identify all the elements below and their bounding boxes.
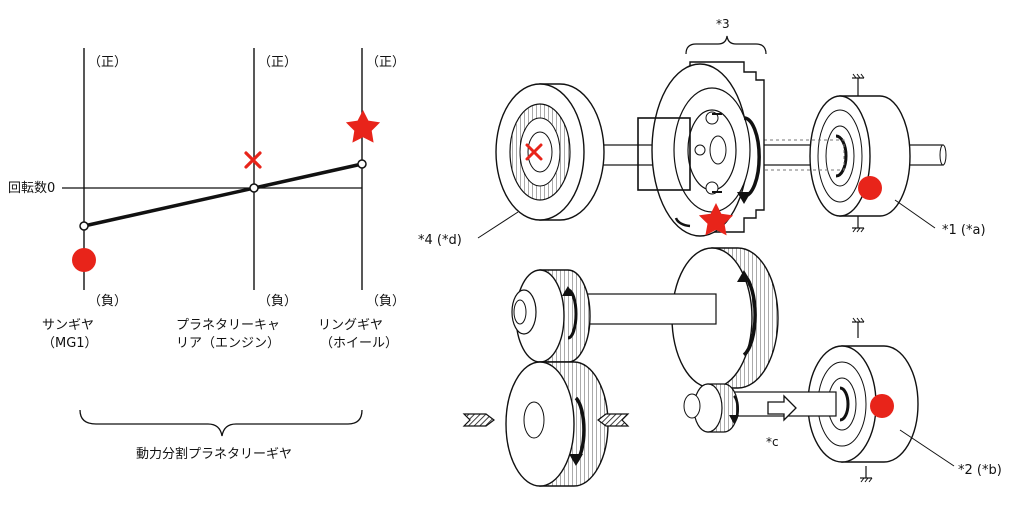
ring-name-line1: リングギヤ [318, 318, 383, 333]
sun-speed-point [79, 221, 89, 231]
counter-drive-gear [671, 247, 779, 389]
sun-positive-label: （正） [88, 55, 127, 70]
carrier-negative-label: （負） [258, 294, 297, 309]
ring-name-line2: （ホイール） [320, 336, 398, 351]
carrier-name-line1: プラネタリーキャ [176, 318, 280, 333]
planetary-gear-unit [651, 61, 765, 237]
callout-4: *4 (*d) [418, 233, 462, 248]
mechanism-illustration: *3 *4 (*d) *1 (*a) [418, 17, 1002, 487]
unit-bracket [685, 35, 767, 55]
callout-c: *c [766, 435, 779, 449]
mg1-marker-circle [870, 394, 894, 418]
sun-marker-circle [72, 248, 96, 272]
right-drive-arrow [597, 413, 630, 427]
ring-positive-label: （正） [366, 55, 405, 70]
callout-3: *3 [716, 17, 730, 31]
sun-negative-label: （負） [88, 294, 127, 309]
ring-gear-star [698, 203, 734, 236]
sun-name-line1: サンギヤ [42, 318, 94, 333]
engine-damper-disc [495, 83, 605, 221]
sun-name-line2: （MG1） [42, 336, 98, 351]
callout-2: *2 (*b) [958, 463, 1002, 478]
engine-marker-cross [525, 143, 543, 161]
bracket [79, 409, 363, 437]
mg2-marker-circle [858, 176, 882, 200]
carrier-speed-point [249, 183, 259, 193]
carrier-marker-cross [244, 151, 262, 169]
differential-gear [505, 361, 609, 487]
mg1-direction-arrow [767, 394, 797, 422]
ring-speed-point [357, 159, 367, 169]
ring-negative-label: （負） [366, 294, 405, 309]
mg2-motor [809, 73, 911, 233]
bracket-label: 動力分割プラネタリーギヤ [136, 446, 292, 462]
carrier-name-line2: リア（エンジン） [176, 336, 280, 351]
nomograph: 回転数0 （正） （正） （正） （負） （負） （負） サンギヤ （MG1） … [8, 48, 405, 462]
mg1-generator [807, 317, 919, 483]
ring-marker-star [345, 110, 381, 143]
zero-label: 回転数0 [8, 181, 55, 196]
carrier-positive-label: （正） [258, 55, 297, 70]
mg1-pinion [683, 383, 739, 433]
counter-small-gear [511, 269, 591, 363]
callout-1: *1 (*a) [942, 223, 986, 238]
left-drive-arrow [462, 413, 495, 427]
speed-line [83, 162, 363, 228]
